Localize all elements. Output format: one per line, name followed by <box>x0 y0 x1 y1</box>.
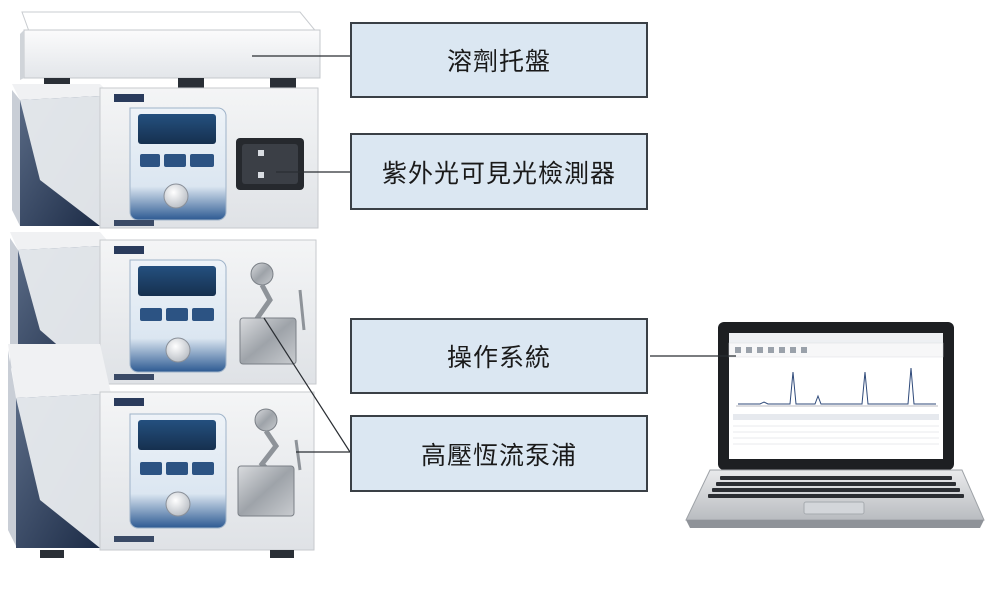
operating-system-label: 操作系統 <box>350 318 648 394</box>
uv-vis-detector-label: 紫外光可見光檢測器 <box>350 133 648 210</box>
hplc-pump-label: 高壓恆流泵浦 <box>350 415 648 492</box>
laptop <box>685 322 985 528</box>
detector-module <box>12 84 319 229</box>
solvent-tray <box>20 11 321 88</box>
solvent-tray-label: 溶劑托盤 <box>350 22 648 98</box>
pump-module-upper <box>10 232 317 385</box>
leader-lines <box>252 55 736 453</box>
leader-pump-upper <box>263 317 351 453</box>
pump-module-lower <box>8 344 315 558</box>
